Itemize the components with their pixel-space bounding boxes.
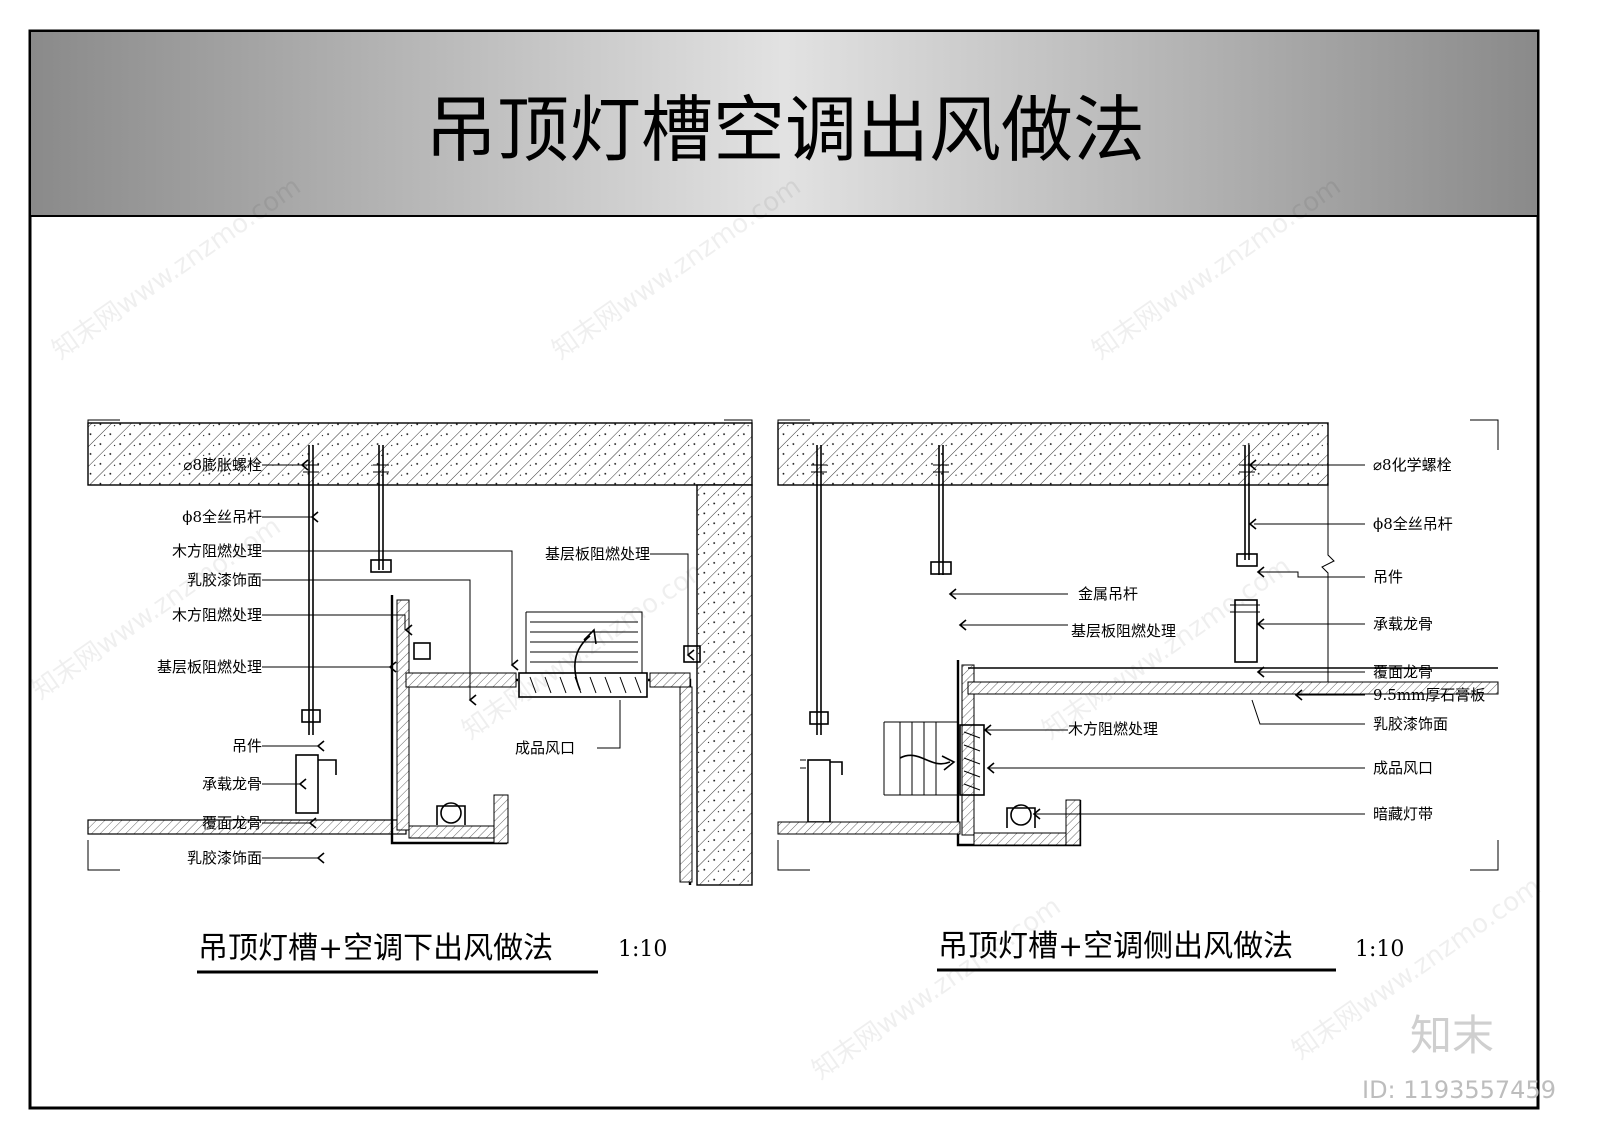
label-main-keel-right: 承载龙骨 [1373,615,1433,633]
label-gypsum-board: 9.5mm厚石膏板 [1373,686,1485,704]
label-air-outlet-right: 成品风口 [1373,759,1433,777]
right-detail-drawing [777,419,1499,871]
label-latex-paint-2: 乳胶漆饰面 [187,849,262,867]
left-detail-caption: 吊顶灯槽+空调下出风做法 [198,931,553,966]
label-latex-paint-1: 乳胶漆饰面 [187,571,262,589]
brand-mark: 知末 [1410,1011,1494,1060]
label-threaded-rod: ϕ8全丝吊杆 [182,508,262,526]
label-hanger: 吊件 [232,737,262,755]
label-hanger-right: 吊件 [1373,568,1403,586]
label-expansion-bolt: ⌀8膨胀螺栓 [183,456,262,474]
label-threaded-rod-right: ϕ8全丝吊杆 [1373,515,1453,533]
id-label: ID: 1193557459 [1362,1076,1556,1104]
left-detail-scale: 1:10 [618,937,667,962]
right-detail-labels: ⌀8化学螺栓 ϕ8全丝吊杆 吊件 承载龙骨 覆面龙骨 9.5mm厚石膏板 乳胶漆… [1068,456,1485,823]
label-base-board-right: 基层板阻燃处理 [545,545,650,563]
label-wood-fireproof-1: 木方阻燃处理 [172,542,262,560]
label-cover-keel-right: 覆面龙骨 [1373,663,1433,681]
page-title: 吊顶灯槽空调出风做法 [425,88,1145,172]
left-detail-labels: ⌀8膨胀螺栓 ϕ8全丝吊杆 木方阻燃处理 乳胶漆饰面 木方阻燃处理 基层板阻燃处… [157,456,650,867]
label-base-board-right-detail: 基层板阻燃处理 [1071,622,1176,640]
label-hidden-light: 暗藏灯带 [1373,805,1433,823]
right-detail-scale: 1:10 [1355,937,1404,962]
label-cover-keel: 覆面龙骨 [202,814,262,832]
header-band [31,32,1537,216]
label-base-board: 基层板阻燃处理 [157,658,262,676]
label-air-outlet: 成品风口 [515,739,575,757]
label-wood-fireproof-2: 木方阻燃处理 [172,606,262,624]
label-latex-paint-right: 乳胶漆饰面 [1373,715,1448,733]
label-wood-fireproof-right: 木方阻燃处理 [1068,720,1158,738]
label-main-keel: 承载龙骨 [202,775,262,793]
label-chemical-bolt: ⌀8化学螺栓 [1373,456,1452,474]
label-metal-rod: 金属吊杆 [1078,585,1138,603]
left-detail-drawing [87,419,753,886]
right-detail-caption: 吊顶灯槽+空调侧出风做法 [938,929,1293,964]
